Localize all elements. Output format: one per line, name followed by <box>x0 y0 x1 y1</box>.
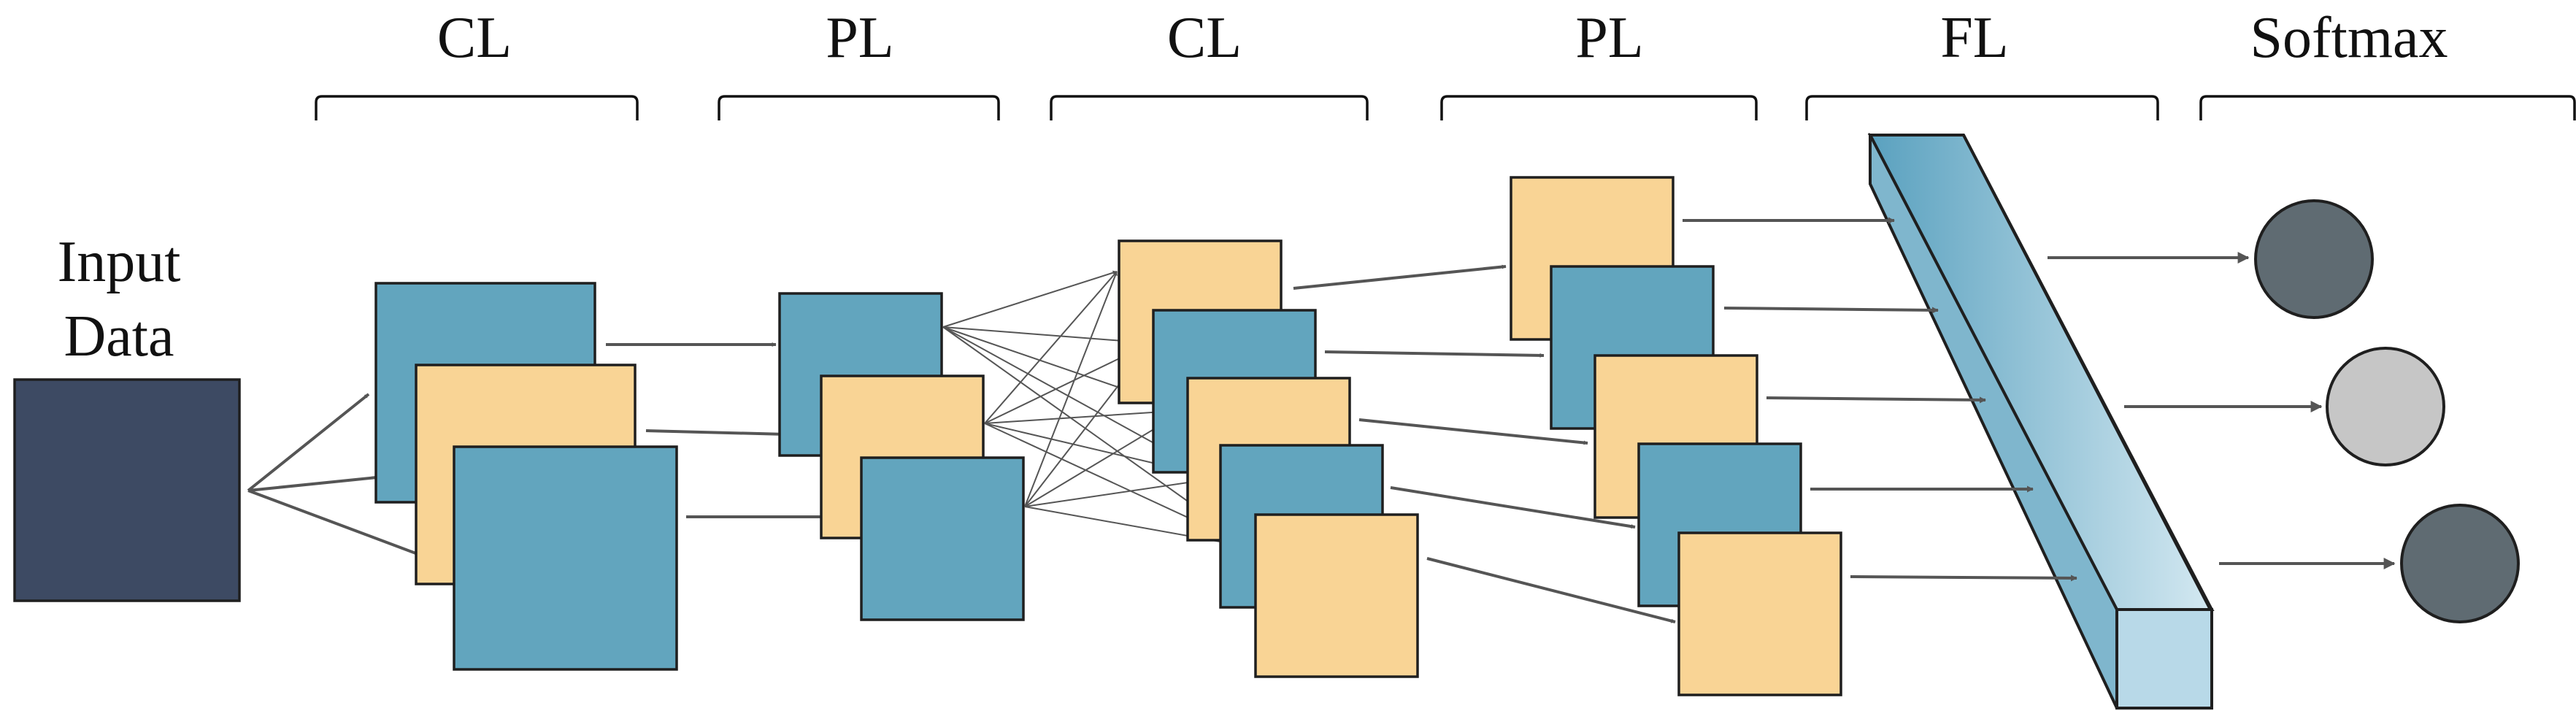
brace-cl-1 <box>315 95 639 120</box>
pl2-feature-maps <box>1510 176 1842 696</box>
input-label-line2: Data <box>64 304 174 369</box>
brace-pl-2 <box>1440 95 1758 120</box>
input-label-line1: Input <box>58 230 181 294</box>
pl2-map-5 <box>1677 531 1842 696</box>
pl1-feature-maps <box>778 292 1025 621</box>
brace-pl-1 <box>718 95 1000 120</box>
cl1-map-3 <box>453 445 678 671</box>
cl1-feature-maps <box>374 282 678 671</box>
connection-line <box>942 270 1118 328</box>
connection-line <box>984 408 1186 424</box>
fc-edge <box>1962 134 2213 610</box>
pl2-to-fl-arrows <box>1683 217 2077 582</box>
input-data-block <box>13 378 241 602</box>
softmax-node-1 <box>2254 199 2374 319</box>
brace-softmax <box>2199 95 2576 120</box>
header-softmax: Softmax <box>2250 6 2448 70</box>
connection-line <box>1024 271 1118 507</box>
cl2-feature-maps <box>1118 239 1419 678</box>
header-cl-1: CL <box>437 6 512 70</box>
softmax-node-3 <box>2400 504 2520 623</box>
header-fl: FL <box>1940 6 2008 70</box>
fc-bottom-face <box>2115 608 2213 710</box>
fully-connected-layer <box>1867 133 2215 710</box>
connection-line <box>942 326 1152 345</box>
connection-line <box>984 271 1118 424</box>
pl1-map-3 <box>860 456 1025 621</box>
brace-cl-2 <box>1050 95 1369 120</box>
header-pl-1: PL <box>826 6 893 70</box>
softmax-outputs <box>2254 199 2520 623</box>
header-cl-2: CL <box>1167 6 1242 70</box>
fl-to-softmax-arrows <box>2048 252 2396 569</box>
brace-fl <box>1805 95 2159 120</box>
softmax-node-2 <box>2326 347 2445 466</box>
cl2-map-5 <box>1254 513 1419 678</box>
header-braces <box>315 95 2576 120</box>
cl2-to-pl2-arrows <box>1293 264 1676 623</box>
header-pl-2: PL <box>1575 6 1643 70</box>
connection-line <box>1024 476 1218 507</box>
